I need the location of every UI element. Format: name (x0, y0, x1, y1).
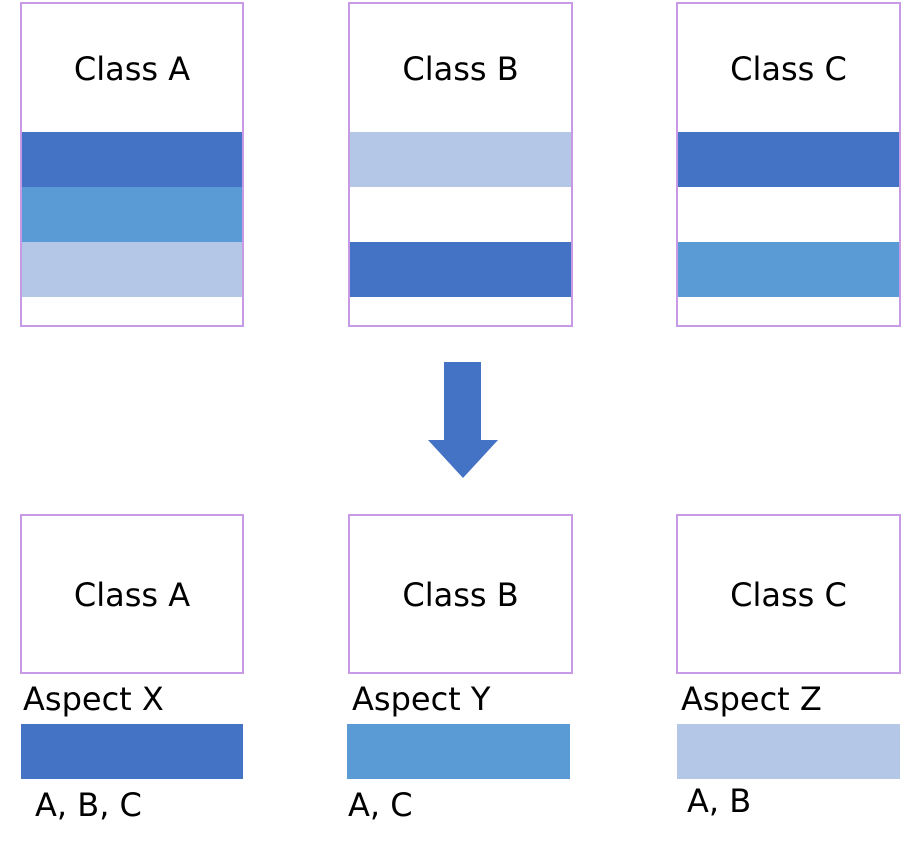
aspect-z-label: Aspect Z (681, 680, 822, 718)
bottom-class-title-a: Class A (73, 576, 191, 614)
top-class-box-b: Class B (348, 2, 573, 327)
bottom-class-box-c: Class C (676, 514, 901, 674)
top-class-title-b: Class B (402, 50, 519, 88)
stripe-a-2 (22, 187, 242, 242)
top-class-title-a: Class A (73, 50, 191, 88)
bottom-class-box-a: Class A (20, 514, 244, 674)
top-class-box-a: Class A (20, 2, 244, 327)
bottom-class-box-b: Class B (348, 514, 573, 674)
stripe-b-3 (350, 242, 571, 297)
stripe-a-3 (22, 242, 242, 297)
stripe-b-1 (350, 132, 571, 187)
aspect-x-label: Aspect X (23, 680, 164, 718)
stripe-a-1 (22, 132, 242, 187)
aspect-y-label: Aspect Y (352, 680, 491, 718)
top-class-title-c: Class C (730, 50, 847, 88)
stripe-c-3 (678, 242, 899, 297)
aspect-x-members: A, B, C (35, 786, 142, 824)
bottom-class-title-c: Class C (730, 576, 847, 614)
aspect-z-bar (677, 724, 900, 779)
aspect-x-bar (21, 724, 243, 779)
bottom-class-title-b: Class B (402, 576, 519, 614)
aspect-y-members: A, C (348, 786, 413, 824)
down-arrow-icon (428, 362, 498, 478)
aspect-z-members: A, B (687, 782, 752, 820)
stripe-c-1 (678, 132, 899, 187)
top-class-box-c: Class C (676, 2, 901, 327)
aspect-y-bar (347, 724, 570, 779)
